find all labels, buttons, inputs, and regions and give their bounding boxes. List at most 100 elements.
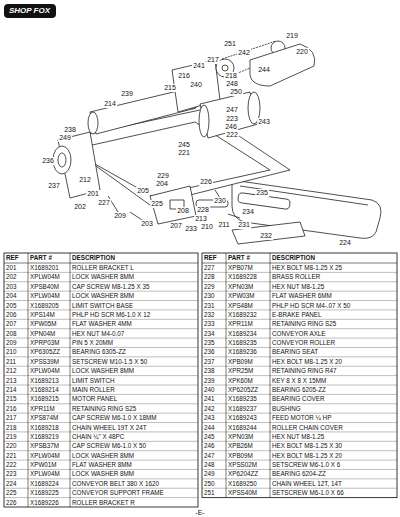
table-cell: X1689226 — [30, 498, 59, 507]
table-cell: 215 — [6, 394, 17, 403]
table-cell: 217 — [6, 413, 17, 422]
table-cell: LOCK WASHER 8MM — [72, 451, 134, 460]
table-cell: BEARING SEAT — [272, 347, 318, 356]
table-cell: XPB07M — [228, 263, 253, 272]
table-cell: X1689234 — [228, 329, 257, 338]
table-cell: XPSS40M — [228, 488, 257, 497]
table-cell: LOCK WASHER 8MM — [72, 469, 134, 478]
table-header: REF — [204, 253, 217, 263]
table-cell: LOCK WASHER 8MM — [72, 366, 134, 375]
table-cell: X1689235 — [228, 338, 257, 347]
roller-bracket — [58, 132, 100, 198]
table-cell: 202 — [6, 272, 17, 281]
table-cell: X1689243 — [228, 413, 257, 422]
callout-number: 238 — [63, 126, 77, 134]
table-cell: CONVEYOR SUPPORT FRAME — [72, 488, 164, 497]
table-cell: BUSHING — [272, 404, 301, 413]
callout-number: 201 — [86, 190, 100, 198]
table-cell: XPS48M — [228, 301, 253, 310]
table-cell: 239 — [204, 376, 215, 385]
table-cell: 204 — [6, 291, 17, 300]
table-cell: X1689218 — [30, 423, 59, 432]
table-cell: XPSS02M — [228, 460, 257, 469]
table-cell: X1689232 — [228, 310, 257, 319]
table-cell: 243 — [204, 413, 215, 422]
table-cell: HEX BOLT M8-1.25 X 30 — [272, 441, 342, 450]
table-cell: XPSB37M — [30, 441, 59, 450]
table-cell: 238 — [204, 366, 215, 375]
table-cell: 233 — [204, 319, 215, 328]
table-cell: XPSB40M — [30, 282, 59, 291]
callout-number: 202 — [73, 203, 87, 211]
table-cell: 221 — [6, 451, 17, 460]
table-cell: 213 — [6, 376, 17, 385]
table-cell: XPN03M — [228, 432, 253, 441]
table-cell: XPS874M — [30, 413, 58, 422]
table-cell: 203 — [6, 282, 17, 291]
table-cell: ROLLER BRACKET R — [72, 498, 135, 507]
table-cell: X1689228 — [228, 272, 257, 281]
table-cell: 249 — [204, 469, 215, 478]
table-cell: XPLW04M — [30, 451, 60, 460]
table-cell: LIMIT SWITCH — [72, 376, 115, 385]
table-cell: HEX BOLT M8-1.25 X 20 — [272, 357, 342, 366]
callout-number: 221 — [177, 149, 191, 157]
table-cell: 220 — [6, 441, 17, 450]
table-cell: PIN 5 X 20MM — [72, 338, 113, 347]
callout-number: 226 — [199, 178, 213, 186]
table-cell: XPLW04M — [30, 272, 60, 281]
table-cell: CONVEYOR BELT 380 X 1620 — [72, 479, 159, 488]
table-cell: 201 — [6, 263, 17, 272]
table-cell: BEARING COVER — [272, 394, 324, 403]
callout-number: 227 — [97, 199, 111, 207]
table-cell: 210 — [6, 347, 17, 356]
table-cell: RETAINING RING R47 — [272, 366, 337, 375]
table-cell: X1689215 — [30, 394, 59, 403]
table-cell: X1689219 — [30, 432, 59, 441]
table-cell: 208 — [6, 329, 17, 338]
callout-number: 232 — [259, 232, 273, 240]
table-cell: X1689225 — [30, 488, 59, 497]
table-cell: HEX BOLT M8-1.25 X 20 — [272, 451, 342, 460]
table-cell: FLAT WASHER 4MM — [72, 319, 132, 328]
table-cell: 228 — [204, 272, 215, 281]
table-cell: XPK60M — [228, 376, 253, 385]
table-cell: XPLW04M — [30, 291, 60, 300]
callout-number: 214 — [103, 100, 117, 108]
table-cell: 222 — [6, 460, 17, 469]
table-cell: 247 — [204, 451, 215, 460]
table-cell: LIMIT SWITCH BASE — [72, 301, 133, 310]
table-cell: FEED MOTOR ¼ HP — [272, 413, 331, 422]
roller-bracket — [150, 186, 196, 224]
table-cell: MAIN ROLLER — [72, 385, 115, 394]
table-cell: MOTOR PANEL — [72, 394, 117, 403]
table-cell: SETSCREW M10-1.5 X 50 — [72, 357, 147, 366]
table-cell: CHAIN WHEEL 19T X 24T — [72, 423, 147, 432]
table-cell: CHAIN ¼" X 48PC — [72, 432, 124, 441]
callout-number: 243 — [257, 118, 271, 126]
table-cell: XPW01M — [30, 460, 57, 469]
table-cell: SETSCREW M6-1.0 X 6 — [272, 460, 340, 469]
table-cell: XPB09M — [228, 451, 253, 460]
callout-number: 239 — [120, 90, 134, 98]
table-header: DESCRIPTION — [272, 253, 315, 263]
table-cell: XP6204ZZ — [228, 469, 258, 478]
table-cell: 219 — [6, 432, 17, 441]
table-cell: 207 — [6, 319, 17, 328]
table-cell: 209 — [6, 338, 17, 347]
table-cell: 244 — [204, 423, 215, 432]
table-cell: 235 — [204, 338, 215, 347]
table-cell: 241 — [204, 394, 215, 403]
callout-number: 246 — [224, 123, 238, 131]
table-cell: XPN04M — [30, 329, 55, 338]
table-cell: X1689244 — [228, 423, 257, 432]
callout-number: 207 — [169, 222, 183, 230]
callout-number: 222 — [225, 131, 239, 139]
table-cell: PHLP HD SCR M6-1.0 X 12 — [72, 310, 150, 319]
table-cell: FLAT WASHER 8MM — [72, 460, 132, 469]
callout-number: 249 — [58, 134, 72, 142]
callout-number: 240 — [189, 81, 203, 89]
table-cell: 214 — [6, 385, 17, 394]
table-cell: BEARING 6205-ZZ — [272, 385, 326, 394]
